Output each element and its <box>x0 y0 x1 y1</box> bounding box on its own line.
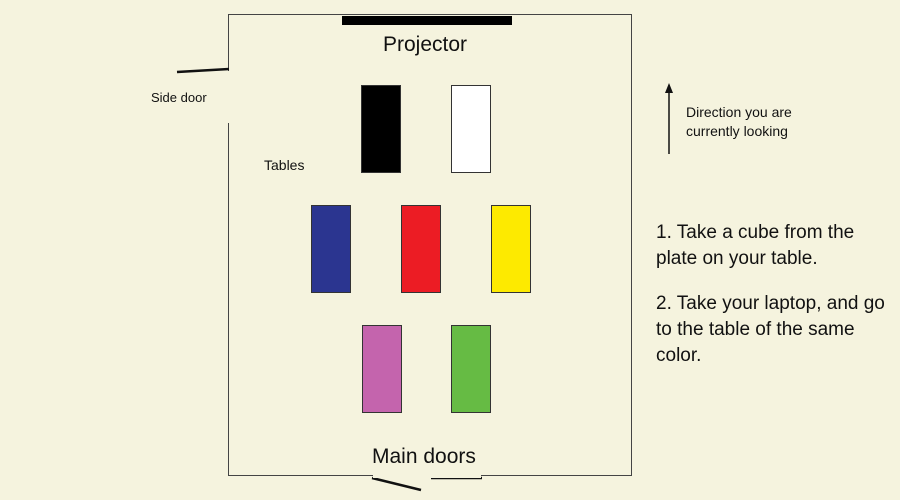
side-door-opening <box>226 71 231 123</box>
instruction-step-1: 1. Take a cube from the plate on your ta… <box>656 222 855 269</box>
table-white <box>451 85 491 173</box>
instructions: 1. Take a cube from the plate on your ta… <box>656 220 891 388</box>
main-door-left-leaf <box>371 476 422 492</box>
arrow-up-icon <box>665 83 673 154</box>
main-doors-label: Main doors <box>372 445 476 468</box>
projector-label: Projector <box>383 33 468 56</box>
side-door-leaf <box>176 67 230 74</box>
main-door-opening <box>373 473 481 478</box>
table-black <box>361 85 401 173</box>
table-pink <box>362 325 402 413</box>
direction-label: Direction you are currently looking <box>686 104 792 139</box>
instruction-step-2: 2. Take your laptop, and go to the table… <box>656 293 885 366</box>
side-door-label: Side door <box>151 90 207 105</box>
projector-screen <box>342 16 512 25</box>
tables-label: Tables <box>264 157 305 173</box>
table-green <box>451 325 491 413</box>
table-blue <box>311 205 351 293</box>
table-yellow <box>491 205 531 293</box>
table-red <box>401 205 441 293</box>
